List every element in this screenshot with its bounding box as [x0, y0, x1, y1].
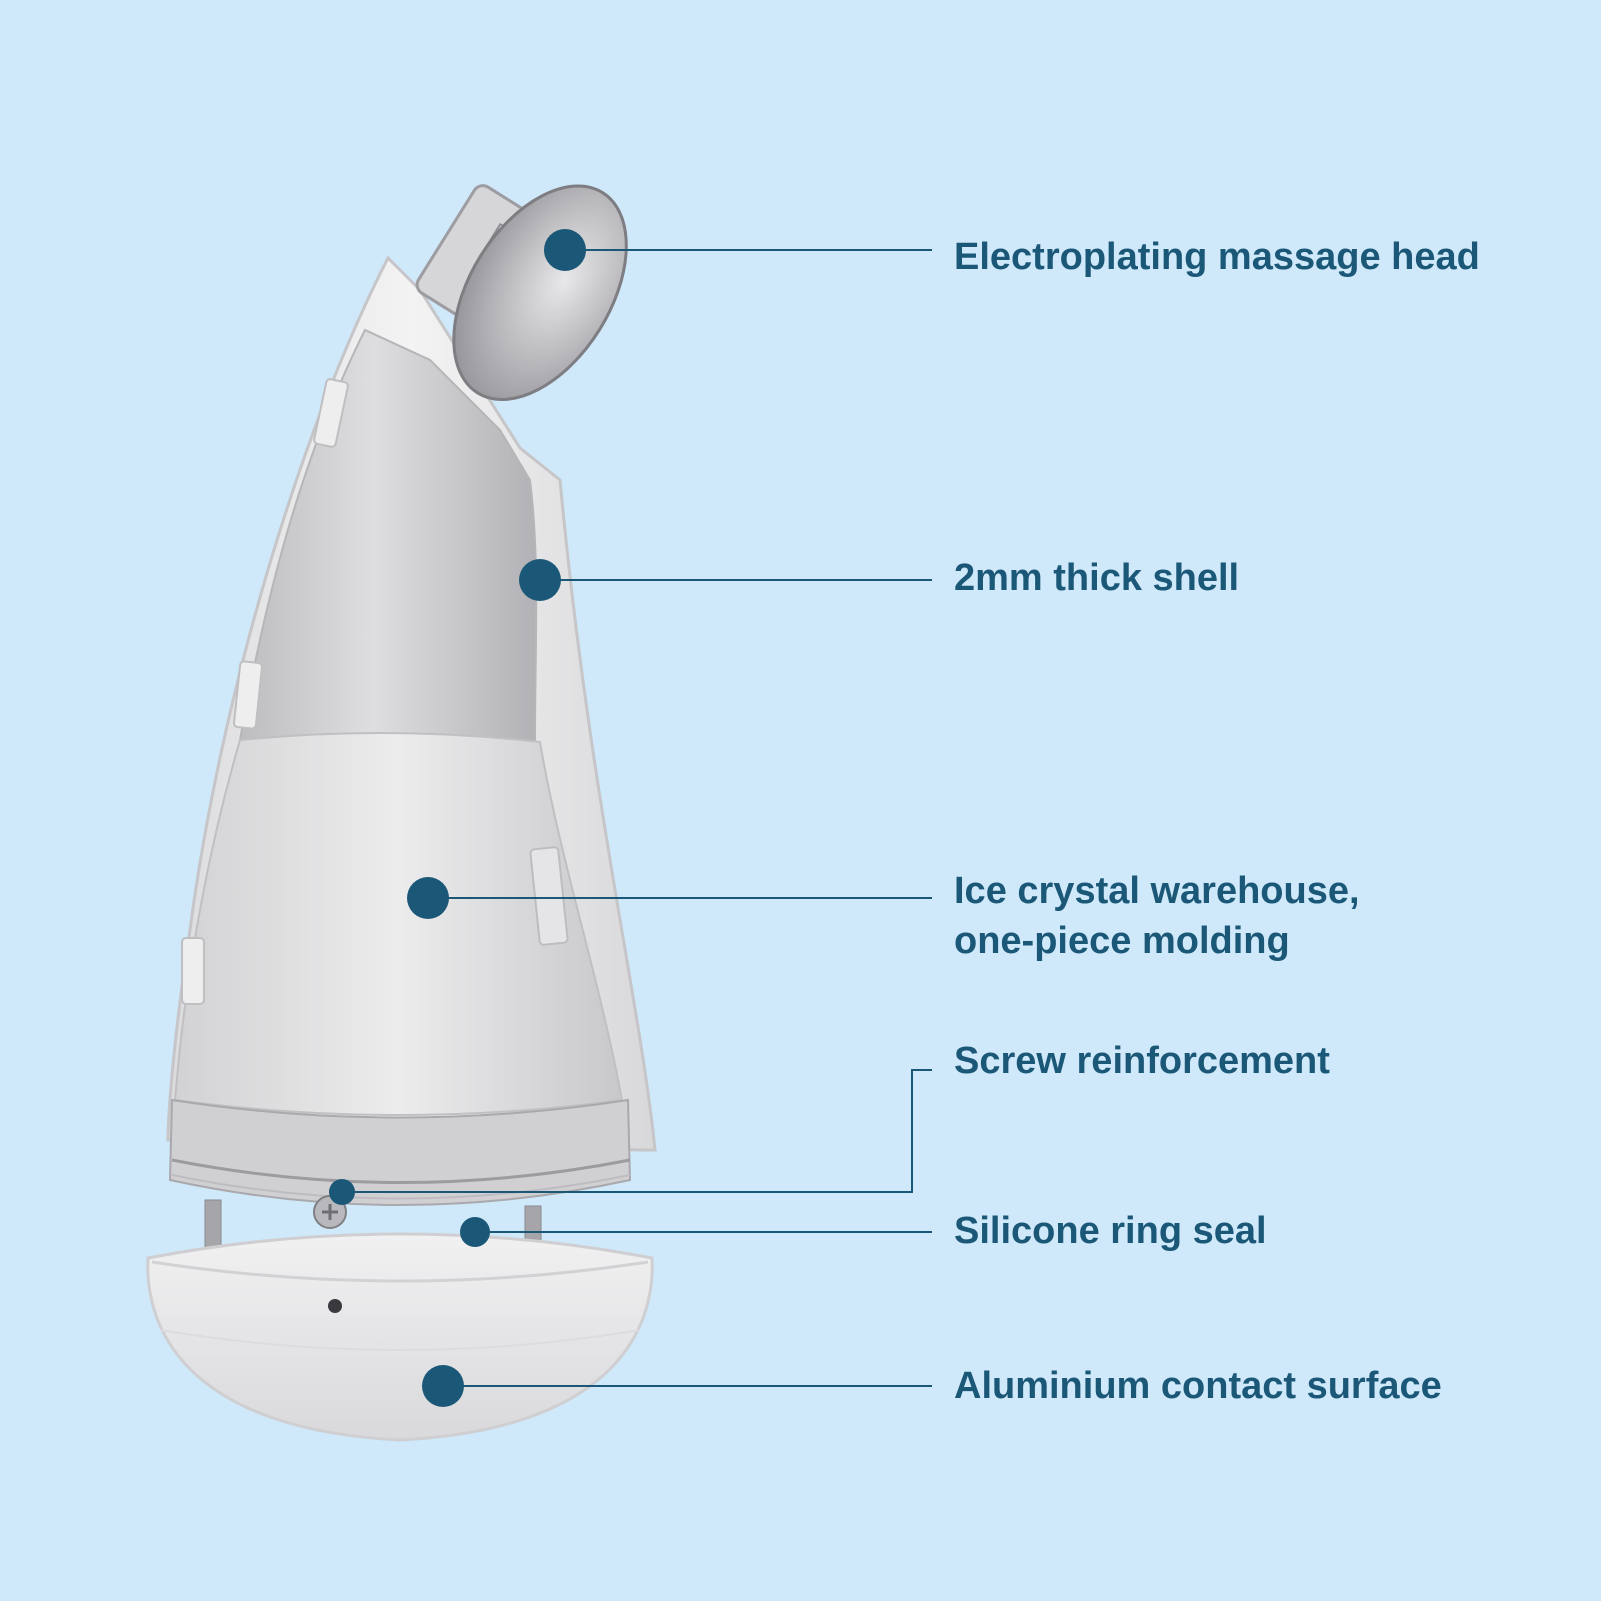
label-warehouse: Ice crystal warehouse, one-piece molding — [954, 866, 1360, 966]
marker-dot-massage-head — [544, 229, 586, 271]
leader-line-screw — [342, 1069, 932, 1193]
base-hole — [328, 1299, 342, 1313]
label-warehouse-line-2: one-piece molding — [954, 920, 1290, 962]
massage-head — [415, 184, 628, 401]
marker-dot-ring-seal — [460, 1217, 490, 1247]
marker-dot-shell — [519, 559, 561, 601]
base-seam — [159, 1329, 641, 1351]
aluminium-contact-base — [146, 1232, 654, 1442]
label-massage-head: Electroplating massage head — [954, 236, 1480, 278]
label-ring-seal: Silicone ring seal — [954, 1210, 1267, 1252]
shell-clip — [181, 937, 205, 1005]
massage-head-cap — [452, 184, 628, 401]
marker-dot-contact-surface — [422, 1365, 464, 1407]
screw-slot — [322, 1204, 338, 1220]
ring-groove — [171, 1174, 631, 1200]
label-screw: Screw reinforcement — [954, 1040, 1330, 1082]
label-shell: 2mm thick shell — [954, 557, 1240, 599]
silicone-ring-seal — [168, 1098, 632, 1206]
ring-groove — [171, 1158, 631, 1184]
base-rim — [151, 1260, 649, 1283]
label-contact-surface: Aluminium contact surface — [954, 1365, 1442, 1407]
shell-clip — [313, 378, 349, 448]
label-warehouse-line-1: Ice crystal warehouse, — [954, 870, 1360, 912]
marker-dot-screw — [329, 1179, 355, 1205]
marker-dot-warehouse — [407, 877, 449, 919]
shell-clip — [233, 660, 263, 730]
